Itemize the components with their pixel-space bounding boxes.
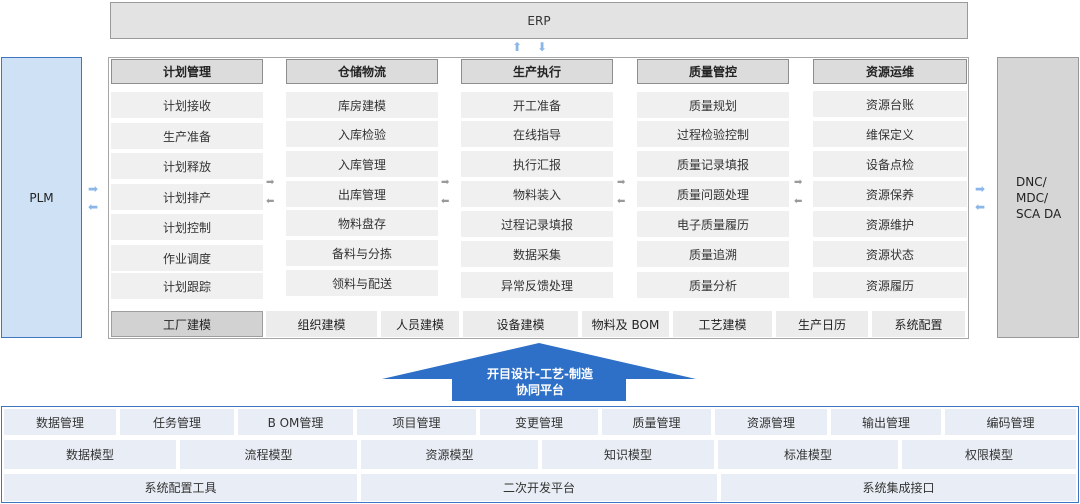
arrow-right-icon: ➡ [975, 182, 986, 196]
arrow-right-icon: ➡ [617, 177, 626, 188]
arrow-right-icon: ➡ [266, 177, 275, 188]
platform-item: 标准模型 [718, 440, 898, 469]
module-item: 入库管理 [286, 151, 438, 177]
module-item: 资源维护 [813, 211, 967, 237]
base-item: 工艺建模 [673, 311, 772, 337]
dnc-line: DNC/ [1016, 174, 1047, 189]
module-item: 在线指导 [461, 121, 613, 147]
dnc-line: MDC/ [1016, 190, 1049, 205]
platform-item: 输出管理 [831, 409, 941, 435]
module-item: 电子质量履历 [637, 211, 789, 237]
base-item: 设备建模 [463, 311, 578, 337]
module-item: 质量规划 [637, 92, 789, 118]
module-item: 计划接收 [111, 92, 263, 118]
platform-item: 编码管理 [945, 409, 1076, 435]
module-item: 作业调度 [111, 245, 263, 271]
column-header: 资源运维 [813, 59, 967, 84]
module-item: 生产准备 [111, 123, 263, 149]
platform-item: 质量管理 [602, 409, 711, 435]
base-item: 人员建模 [381, 311, 459, 337]
arrow-left-icon: ⬅ [266, 196, 275, 207]
module-item: 过程检验控制 [637, 121, 789, 147]
module-item: 备料与分拣 [286, 240, 438, 266]
platform-item: 变更管理 [480, 409, 598, 435]
platform-item: 资源管理 [715, 409, 827, 435]
module-item: 计划控制 [111, 214, 263, 240]
arrow-right-icon: ➡ [441, 177, 450, 188]
module-item: 出库管理 [286, 181, 438, 207]
dnc-line: SCA DA [1016, 206, 1062, 221]
arrow-left-icon: ⬅ [975, 200, 986, 214]
module-item: 领料与配送 [286, 270, 438, 296]
base-item: 工厂建模 [111, 311, 263, 337]
base-item: 组织建模 [266, 311, 377, 337]
arrow-left-icon: ⬅ [617, 196, 626, 207]
arrow-left-icon: ⬅ [794, 196, 803, 207]
erp-bar: ERP [110, 2, 968, 39]
module-item: 质量分析 [637, 272, 789, 298]
column-header: 仓储物流 [286, 59, 438, 84]
module-item: 资源保养 [813, 181, 967, 207]
platform-item: 流程模型 [180, 440, 357, 469]
module-item: 资源状态 [813, 241, 967, 267]
platform-item: 项目管理 [357, 409, 476, 435]
base-item: 物料及 BOM [582, 311, 669, 337]
platform-item: 数据模型 [4, 440, 176, 469]
module-item: 物料装入 [461, 181, 613, 207]
arrow-right-icon: ➡ [88, 182, 99, 196]
arrow-up-icon: ⬆ [512, 40, 523, 54]
column-header: 计划管理 [111, 59, 263, 84]
module-item: 数据采集 [461, 241, 613, 267]
platform-item: 数据管理 [4, 409, 116, 435]
module-item: 资源履历 [813, 272, 967, 298]
column-header: 生产执行 [461, 59, 613, 84]
module-item: 资源台账 [813, 91, 967, 117]
platform-label: 开目设计-工艺-制造 协同平台 [450, 364, 630, 400]
platform-label-line: 开目设计-工艺-制造 [487, 367, 593, 381]
module-item: 质量问题处理 [637, 181, 789, 207]
platform-item: 知识模型 [542, 440, 714, 469]
plm-box: PLM [1, 57, 82, 338]
module-item: 物料盘存 [286, 210, 438, 236]
base-item: 系统配置 [872, 311, 965, 337]
module-item: 开工准备 [461, 92, 613, 118]
platform-item: 二次开发平台 [361, 474, 717, 501]
platform-item: 系统配置工具 [4, 474, 357, 501]
platform-item: 资源模型 [361, 440, 538, 469]
module-item: 计划跟踪 [111, 273, 263, 299]
module-item: 入库检验 [286, 121, 438, 147]
arrow-down-icon: ⬇ [537, 40, 548, 54]
column-header: 质量管控 [637, 59, 789, 84]
platform-label-line: 协同平台 [515, 383, 564, 397]
platform-arrow-icon [382, 343, 696, 401]
platform-item: 任务管理 [120, 409, 234, 435]
module-item: 计划释放 [111, 153, 263, 179]
arrow-right-icon: ➡ [794, 177, 803, 188]
module-item: 执行汇报 [461, 151, 613, 177]
platform-item: 系统集成接口 [721, 474, 1076, 501]
platform-item: 权限模型 [902, 440, 1076, 469]
module-item: 异常反馈处理 [461, 272, 613, 298]
module-item: 设备点检 [813, 151, 967, 177]
arrow-left-icon: ⬅ [441, 196, 450, 207]
dnc-box: DNC/ MDC/ SCA DA [997, 57, 1079, 338]
module-item: 计划排产 [111, 184, 263, 210]
module-item: 质量追溯 [637, 241, 789, 267]
module-item: 质量记录填报 [637, 151, 789, 177]
module-item: 维保定义 [813, 121, 967, 147]
base-item: 生产日历 [776, 311, 868, 337]
platform-item: B OM管理 [238, 409, 353, 435]
module-item: 过程记录填报 [461, 211, 613, 237]
module-item: 库房建模 [286, 92, 438, 118]
arrow-left-icon: ⬅ [88, 200, 99, 214]
